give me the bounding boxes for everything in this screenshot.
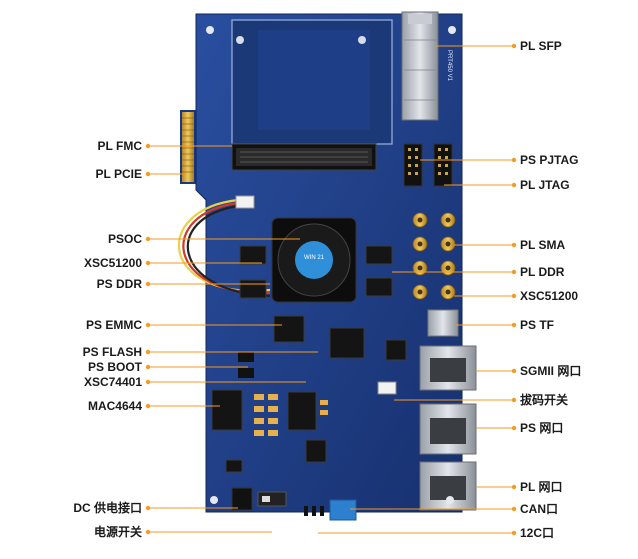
- label-ps-flash: PS FLASH: [82, 345, 142, 359]
- leader-dot: [145, 529, 151, 535]
- boot-switches: [238, 352, 254, 378]
- leader-dot: [511, 322, 517, 328]
- cooling-fan: WIN 21: [271, 217, 357, 303]
- jtag-header: [433, 143, 453, 187]
- label-dip-switch: 拔码开关: [520, 393, 569, 407]
- i2c-header: [304, 506, 324, 516]
- leader-dot: [511, 157, 517, 163]
- leader-dot: [511, 269, 517, 275]
- label-ps-emmc: PS EMMC: [85, 318, 142, 332]
- pcie-edge-connector: [180, 110, 196, 184]
- label-mac4644: MAC4644: [87, 399, 142, 413]
- leader-dot: [145, 171, 151, 177]
- leader-dot: [511, 397, 517, 403]
- fan-cable: [177, 198, 271, 298]
- leader-dot: [145, 364, 151, 370]
- ethernet-jacks: [419, 345, 477, 511]
- ic-chips: [211, 315, 407, 473]
- label-pl-sma: PL SMA: [520, 238, 566, 252]
- fmc-module: [231, 19, 393, 145]
- pjtag-header: [403, 143, 423, 187]
- sma-connectors: [412, 212, 456, 300]
- label-can: CAN口: [520, 502, 558, 516]
- leader-dot: [511, 242, 517, 248]
- label-ps-eth: PS 网口: [520, 421, 564, 435]
- leader-dot: [511, 425, 517, 431]
- label-pl-pcie: PL PCIE: [95, 167, 142, 181]
- mounting-holes: [206, 26, 456, 504]
- fan-connector: [235, 195, 255, 209]
- leader-dot: [511, 43, 517, 49]
- label-power-switch: 电源开关: [93, 525, 142, 539]
- label-xsc51200-right: XSC51200: [520, 289, 579, 303]
- leader-dot: [145, 505, 151, 511]
- tf-slot: [427, 309, 459, 337]
- label-ps-pjtag: PS PJTAG: [520, 153, 579, 167]
- leader-dot: [511, 293, 517, 299]
- leader-dot: [511, 182, 517, 188]
- leader-dot: [145, 349, 151, 355]
- leader-lines-right: [318, 43, 517, 536]
- leader-dot: [145, 322, 151, 328]
- label-pl-eth: PL 网口: [520, 480, 563, 494]
- leader-dot: [511, 368, 517, 374]
- dc-jack: [231, 487, 253, 511]
- label-xsc51200-left: XSC51200: [83, 256, 142, 270]
- leader-dot: [145, 403, 151, 409]
- power-switch: [257, 491, 287, 507]
- label-ps-ddr: PS DDR: [96, 277, 142, 291]
- silkscreen-text: PRT450 V1: [446, 50, 452, 82]
- label-i2c: 12C口: [520, 526, 555, 540]
- leader-lines-left: [145, 143, 318, 535]
- leader-dot: [145, 260, 151, 266]
- leader-dot: [511, 530, 517, 536]
- label-pl-jtag: PL JTAG: [520, 178, 570, 192]
- fmc-connector: [231, 143, 377, 171]
- label-pl-ddr: PL DDR: [520, 265, 565, 279]
- label-sgmii: SGMII 网口: [520, 364, 582, 378]
- leader-dot: [145, 236, 151, 242]
- passive-components: [254, 394, 328, 436]
- dip-switch: [377, 381, 397, 395]
- label-pl-fmc: PL FMC: [97, 139, 142, 153]
- leader-dot: [511, 484, 517, 490]
- label-ps-tf: PS TF: [520, 318, 555, 332]
- sfp-cage: PRT450 V1: [401, 11, 452, 121]
- label-ps-boot: PS BOOT: [87, 360, 142, 374]
- label-xsc74401: XSC74401: [83, 375, 142, 389]
- fan-label: WIN 21: [304, 255, 325, 261]
- leader-dot: [145, 379, 151, 385]
- label-pl-sfp: PL SFP: [520, 39, 562, 53]
- can-terminal: [329, 499, 357, 521]
- label-dc-power: DC 供电接口: [73, 501, 142, 515]
- leader-dot: [145, 143, 151, 149]
- leader-dot: [511, 506, 517, 512]
- label-psoc: PSOC: [107, 232, 142, 246]
- leader-dot: [145, 281, 151, 287]
